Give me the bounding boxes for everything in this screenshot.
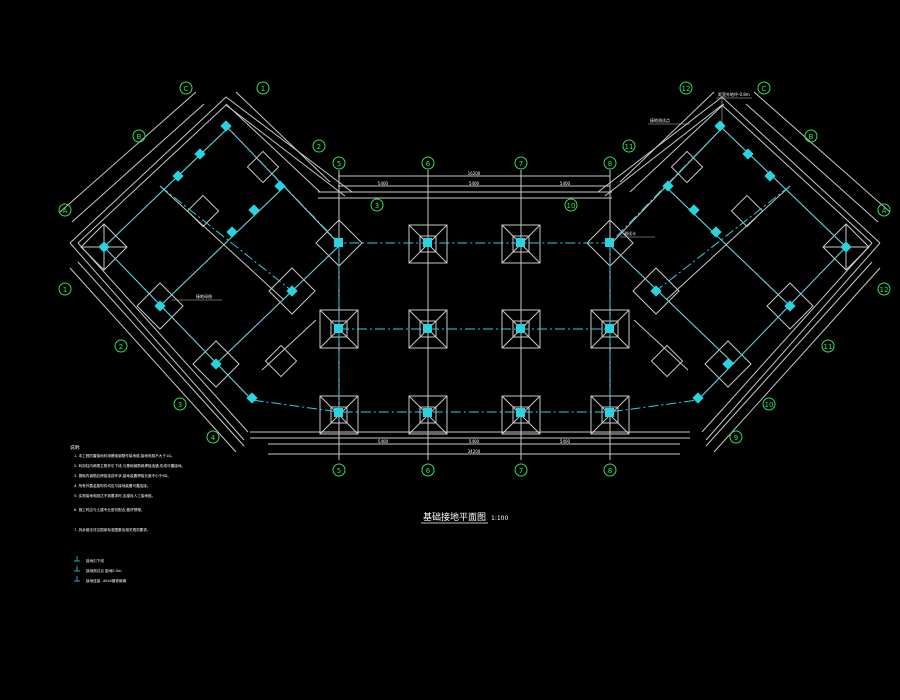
axis-bubble xyxy=(312,139,326,153)
notes-heading: 说明: xyxy=(70,444,81,451)
design-notes: 说明: 1. 本工程防雷接地利用基础钢筋作接地极,接地电阻不大于1Ω。 2. 利… xyxy=(70,444,185,532)
axis-label: 7 xyxy=(519,467,523,475)
axis-bubble xyxy=(370,198,384,212)
legend-label: 接地连接 -40x4镀锌扁钢 xyxy=(86,578,127,583)
axis-bubble xyxy=(757,81,771,95)
axis-bubble xyxy=(804,129,818,143)
dimension-text: 5400 xyxy=(378,181,389,186)
axis-bubble xyxy=(603,156,617,170)
axis-bubble xyxy=(332,156,346,170)
dimension-text: 5400 xyxy=(560,181,571,186)
axis-label: 1 xyxy=(63,286,67,294)
drawing-scale: 1:100 xyxy=(491,515,508,522)
axis-label: 3 xyxy=(178,401,182,409)
note-line: 1. 本工程防雷接地利用基础钢筋作接地极,接地电阻不大于1Ω。 xyxy=(74,453,175,458)
axis-bubble xyxy=(206,430,220,444)
legend: 接地引下线 接地测试点 距地0.5m 接地连接 -40x4镀锌扁钢 xyxy=(74,556,127,583)
axis-bubble xyxy=(877,282,891,296)
axis-label: 7 xyxy=(519,160,523,168)
axis-bubble xyxy=(514,156,528,170)
dimension-text: 5400 xyxy=(469,439,480,444)
callout-text: 测试卡 xyxy=(624,230,636,236)
axis-label: 3 xyxy=(375,202,379,210)
axis-bubble xyxy=(114,339,128,353)
axis-label: 10 xyxy=(765,401,774,409)
pile-cap-diamond xyxy=(766,282,814,330)
axis-bubble xyxy=(762,397,776,411)
note-line: 5. 实测接地电阻达不到要求时,应增设人工接地极。 xyxy=(74,493,155,498)
axis-label: A xyxy=(882,207,887,215)
axis-bubble xyxy=(179,81,193,95)
axis-label: 8 xyxy=(608,160,612,168)
axis-bubble xyxy=(332,463,346,477)
pile-cap-diamond xyxy=(704,340,752,388)
dimension-text: 5400 xyxy=(560,439,571,444)
axis-bubble xyxy=(58,282,72,296)
axis-bubble xyxy=(821,339,835,353)
axis-label: C xyxy=(762,85,767,93)
axis-label: 11 xyxy=(625,143,634,151)
axis-label: 12 xyxy=(880,286,889,294)
note-line: 3. 基础内钢筋应焊接连成环状,接地装置焊接长度不小于6D。 xyxy=(74,473,171,478)
pile-cap-diamond xyxy=(136,282,184,330)
axis-label: 6 xyxy=(426,160,431,168)
axis-label: 8 xyxy=(608,467,612,475)
dimension-text: 5400 xyxy=(469,181,480,186)
axis-label: 2 xyxy=(119,343,123,351)
axis-bubble xyxy=(564,198,578,212)
axis-label: 4 xyxy=(211,434,216,442)
axis-label: 1 xyxy=(261,85,265,93)
callout-text: 接地母线 xyxy=(196,293,212,299)
ground-nodes xyxy=(98,120,852,417)
axis-bubble xyxy=(421,156,435,170)
axis-bubble xyxy=(421,463,435,477)
ground-wire-loop xyxy=(103,127,847,413)
axis-bubble xyxy=(877,203,891,217)
axis-bubble xyxy=(729,430,743,444)
drawing-title: 基础接地平面图 xyxy=(423,511,486,523)
axis-bubble xyxy=(132,129,146,143)
axis-bubble xyxy=(58,203,72,217)
pile-cap-diamond xyxy=(632,267,680,315)
axis-label: 12 xyxy=(682,85,691,93)
pile-cap-diamond xyxy=(268,267,316,315)
note-line: 7. 其余做法详见国家标准图集及相关规范要求。 xyxy=(74,527,150,532)
drawing-title-block: 基础接地平面图 1:100 xyxy=(421,511,508,524)
axis-bubble xyxy=(622,139,636,153)
callout-text: 接地测试点 xyxy=(650,117,670,123)
axis-label: C xyxy=(184,85,189,93)
axis-bubble xyxy=(514,463,528,477)
callout-text: 距室外地坪-0.8m xyxy=(718,91,750,97)
pile-cap-diamond xyxy=(192,340,240,388)
legend-label: 接地测试点 距地0.5m xyxy=(86,568,122,573)
axis-label: 2 xyxy=(317,143,321,151)
axis-bubbles xyxy=(58,81,891,477)
axis-label: 5 xyxy=(337,467,341,475)
dimension-text: 34200 xyxy=(468,449,481,454)
axis-label: B xyxy=(809,133,814,141)
note-line: 4. 所有外露金属构件均应与接地装置可靠连接。 xyxy=(74,483,150,488)
dimension-text: 16200 xyxy=(468,171,481,176)
axis-label: 6 xyxy=(426,467,431,475)
legend-label: 接地引下线 xyxy=(86,558,104,563)
dimension-text: 5400 xyxy=(378,439,389,444)
axis-label: 9 xyxy=(734,434,738,442)
axis-bubble xyxy=(173,397,187,411)
axis-label: A xyxy=(63,207,68,215)
axis-bubble xyxy=(256,81,270,95)
note-line: 6. 施工时应与土建专业密切配合,做好预埋。 xyxy=(74,507,144,512)
note-line: 2. 利用柱内两根主筋作引下线,与基础钢筋网焊接连通,形成可靠接地。 xyxy=(74,463,185,468)
axis-label: 5 xyxy=(337,160,341,168)
axis-label: 10 xyxy=(567,202,576,210)
axis-label: B xyxy=(137,133,142,141)
axis-label: 11 xyxy=(824,343,833,351)
axis-bubble xyxy=(603,463,617,477)
axis-bubble xyxy=(679,81,693,95)
